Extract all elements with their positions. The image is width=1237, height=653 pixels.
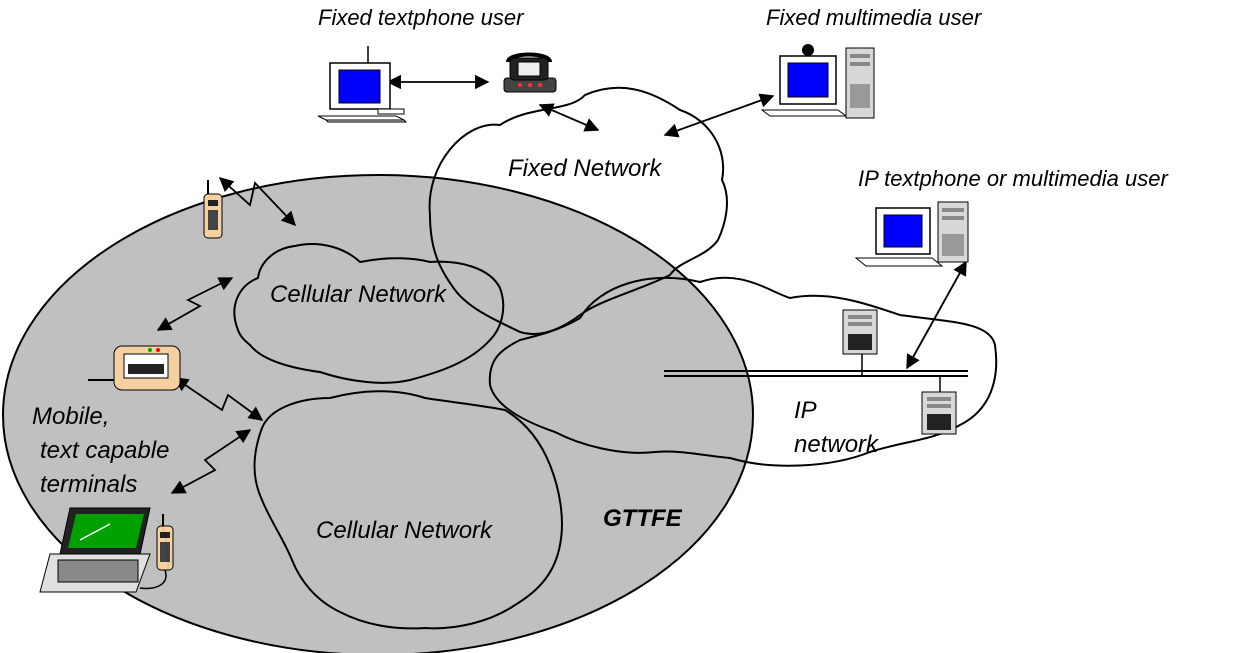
desktop-computer-icon — [317, 46, 408, 123]
label-ip-user: IP textphone or multimedia user — [858, 166, 1169, 191]
mobile-phone-icon — [203, 180, 223, 239]
label-cellular-network-bottom: Cellular Network — [316, 517, 494, 544]
desktop-computer-icon — [854, 201, 969, 267]
server-icon — [842, 309, 878, 355]
label-fixed-multimedia-user: Fixed multimedia user — [766, 5, 983, 30]
laptop-icon — [39, 507, 151, 593]
label-network: network — [794, 431, 880, 458]
link-ip-user-to-bus — [906, 260, 967, 370]
laptop-phone-cable — [139, 569, 167, 590]
radio-link-top-phone — [218, 177, 296, 227]
label-fixed-textphone-user: Fixed textphone user — [318, 5, 525, 30]
server-icon — [921, 391, 957, 435]
telephone-icon — [503, 52, 557, 93]
fixed-network-cloud — [428, 86, 728, 336]
label-gttfe: GTTFE — [603, 505, 683, 532]
cellular-network-bottom-cloud — [253, 390, 563, 630]
label-mobile-line1: Mobile, — [32, 403, 109, 430]
label-mobile-line3: terminals — [40, 471, 137, 498]
desktop-computer-icon — [760, 44, 875, 119]
link-fixed-net-to-multimedia — [663, 93, 775, 138]
radio-link-terminal-bottom — [173, 377, 264, 421]
label-fixed-network: Fixed Network — [508, 155, 663, 182]
text-terminal-icon — [88, 345, 181, 391]
link-phone-to-fixed-net — [538, 103, 600, 132]
label-mobile-line2: text capable — [40, 437, 169, 464]
cellular-network-top-cloud — [233, 242, 505, 384]
label-ip: IP — [794, 397, 817, 424]
radio-link-terminal-top — [156, 277, 234, 331]
ip-network-cloud — [488, 276, 998, 467]
radio-link-laptop — [170, 429, 252, 494]
label-cellular-network-top: Cellular Network — [270, 281, 448, 308]
